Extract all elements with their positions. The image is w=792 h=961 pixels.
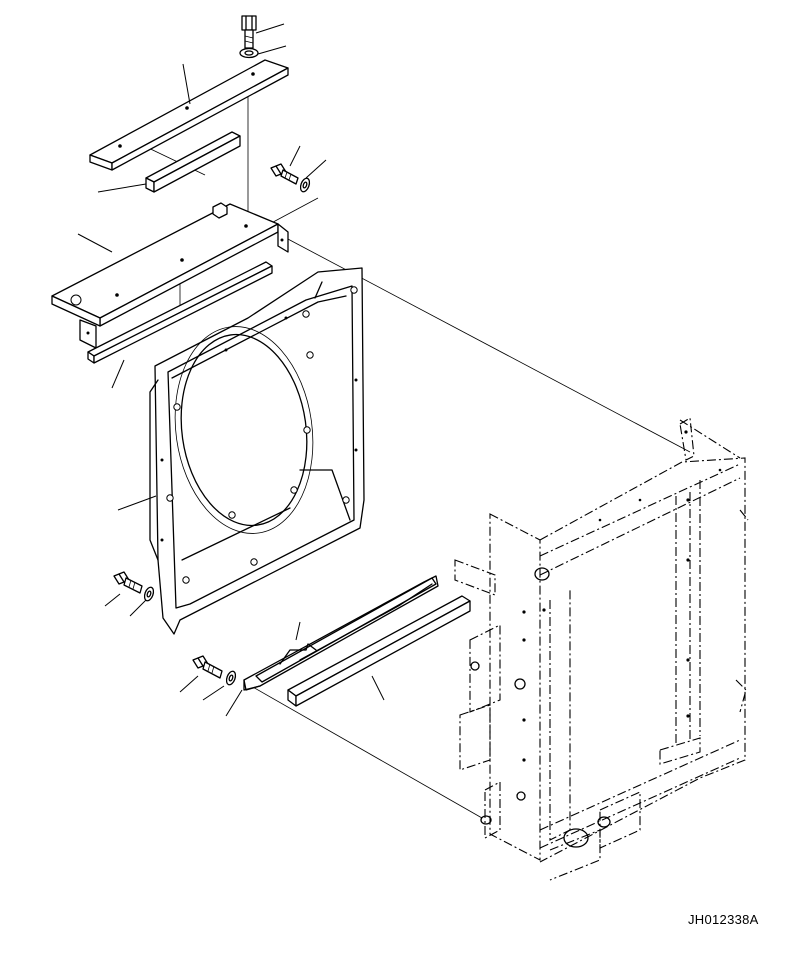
upper-bracket <box>51 202 289 349</box>
lower-left-washer <box>143 586 155 602</box>
lower-bolt <box>192 655 223 679</box>
leader-lines <box>77 23 385 717</box>
upper-cover-plate <box>89 59 289 171</box>
upper-seal-block <box>145 131 241 193</box>
upper-seal-strip <box>87 261 273 364</box>
top-bolt <box>241 15 257 49</box>
side-washer <box>299 177 311 193</box>
radiator-frame <box>454 417 749 881</box>
drawing-id-label: JH012338A <box>688 912 759 927</box>
lower-left-bolt <box>113 571 143 594</box>
lower-seal-block <box>287 595 471 707</box>
fan-shroud <box>149 267 365 635</box>
lower-bracket <box>243 575 439 691</box>
lower-washer <box>225 670 237 686</box>
side-bolt <box>270 163 299 185</box>
top-washer <box>239 47 259 59</box>
